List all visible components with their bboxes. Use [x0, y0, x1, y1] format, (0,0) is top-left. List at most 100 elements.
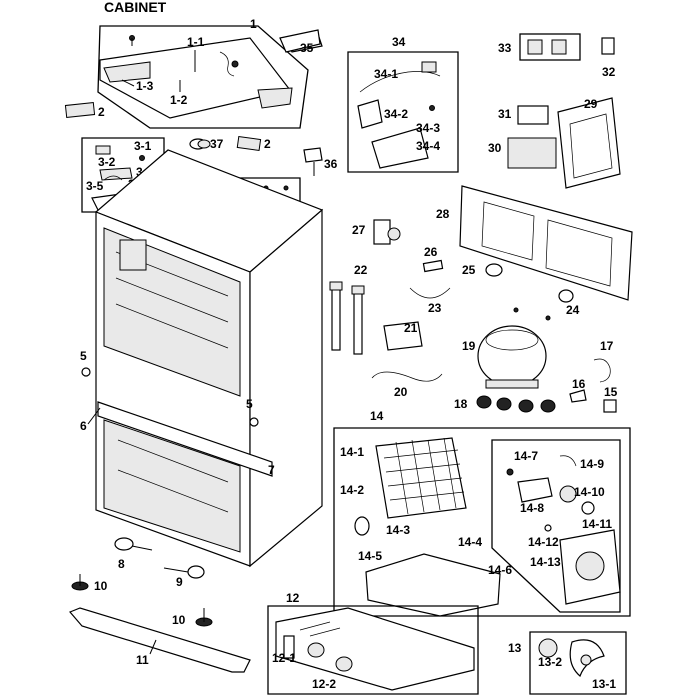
part-36: [303, 147, 323, 176]
label-17: 17: [600, 339, 614, 353]
grommet-24: [558, 289, 574, 303]
clip-box-33: [519, 33, 581, 61]
cap-5-left: [81, 367, 91, 377]
damper-12-1: [283, 635, 325, 659]
label-13-1: 13-1: [592, 677, 616, 691]
grommet-12-2: [335, 656, 353, 672]
label-3-1: 3-1: [134, 139, 152, 153]
label-2-left: 2: [98, 105, 105, 119]
screw-14-7: [506, 468, 514, 476]
label-36: 36: [324, 157, 338, 171]
roller-9: [163, 565, 205, 579]
fan-group-13: [529, 631, 627, 695]
block-21: [383, 321, 423, 351]
fan-shroud-14-13: [559, 529, 621, 605]
label-14-8: 14-8: [520, 501, 544, 515]
label-34-1: 34-1: [374, 67, 398, 81]
label-10-left: 10: [94, 579, 108, 593]
label-14-3: 14-3: [386, 523, 410, 537]
label-26: 26: [424, 245, 438, 259]
label-34-2: 34-2: [384, 107, 408, 121]
label-28: 28: [436, 207, 450, 221]
part-14-12: [544, 524, 552, 532]
label-14-5: 14-5: [358, 549, 382, 563]
label-29: 29: [584, 97, 598, 111]
label-37: 37: [210, 137, 224, 151]
cord-17: [593, 358, 611, 383]
label-23: 23: [428, 301, 442, 315]
wire-14-9: [559, 455, 577, 467]
label-6: 6: [80, 419, 87, 433]
part-14-2: [354, 516, 370, 536]
rear-panel-28: [459, 185, 633, 301]
label-14-11: 14-11: [582, 517, 612, 531]
label-14-1: 14-1: [340, 445, 364, 459]
label-1: 1: [250, 17, 257, 31]
label-plate-30: [507, 137, 557, 169]
label-14-9: 14-9: [580, 457, 604, 471]
cover-2-right: [236, 135, 262, 152]
label-33: 33: [498, 41, 512, 55]
label-14-6: 14-6: [488, 563, 512, 577]
label-5-left: 5: [80, 349, 87, 363]
cabinet-body: [94, 149, 324, 568]
bushing-13-2: [538, 638, 558, 658]
cover-2-left: [64, 102, 96, 118]
label-14-2: 14-2: [340, 483, 364, 497]
label-19: 19: [462, 339, 476, 353]
label-34-3: 34-3: [416, 121, 440, 135]
label-21: 21: [404, 321, 418, 335]
grommet-25: [485, 263, 503, 277]
label-11: 11: [136, 653, 149, 667]
wire-23: [409, 287, 451, 299]
label-14: 14: [370, 409, 384, 423]
label-31: 31: [498, 107, 512, 121]
label-20: 20: [394, 385, 408, 399]
label-10-right: 10: [172, 613, 186, 627]
label-2-right: 2: [264, 137, 271, 151]
tube-20: [371, 371, 443, 382]
leveler-10-right: [195, 608, 213, 627]
diagram-title: CABINET: [104, 0, 167, 15]
label-14-12: 14-12: [528, 535, 559, 549]
part-16: [569, 389, 587, 403]
label-22: 22: [354, 263, 368, 277]
label-14-10: 14-10: [574, 485, 605, 499]
label-34-4: 34-4: [416, 139, 440, 153]
label-3-2: 3-2: [98, 155, 116, 169]
label-7: 7: [268, 463, 275, 477]
cap-37: [189, 138, 211, 150]
harness-group-34: [347, 51, 459, 173]
label-35: 35: [300, 41, 314, 55]
drain-pan-14-5: [365, 553, 501, 617]
evaporator-group-14: [333, 427, 631, 617]
label-plate-31: [517, 105, 549, 125]
motor-14-8: [517, 477, 553, 503]
part-26: [422, 259, 444, 273]
evaporator-coil: [375, 437, 467, 519]
valve-27: [373, 219, 401, 245]
label-1-3: 1-3: [136, 79, 154, 93]
bracket-35: [279, 29, 321, 53]
cap-5-right: [249, 417, 259, 427]
label-25: 25: [462, 263, 476, 277]
label-24: 24: [566, 303, 580, 317]
base-cover-11: [68, 607, 251, 673]
label-30: 30: [488, 141, 502, 155]
leveler-10-left: [71, 574, 89, 591]
label-3-5: 3-5: [86, 179, 104, 193]
label-14-13: 14-13: [530, 555, 561, 569]
label-12-1: 12-1: [272, 651, 296, 665]
label-27: 27: [352, 223, 366, 237]
compressor-19: [477, 307, 551, 389]
label-1-2: 1-2: [170, 93, 188, 107]
fan-group-14-6: [491, 439, 621, 613]
label-12: 12: [286, 591, 300, 605]
label-18: 18: [454, 397, 468, 411]
label-14-4: 14-4: [458, 535, 482, 549]
part-14-11: [581, 501, 595, 515]
machine-cover-group-12: [267, 605, 479, 695]
tubes-22: [329, 281, 365, 355]
label-14-7: 14-7: [514, 449, 538, 463]
